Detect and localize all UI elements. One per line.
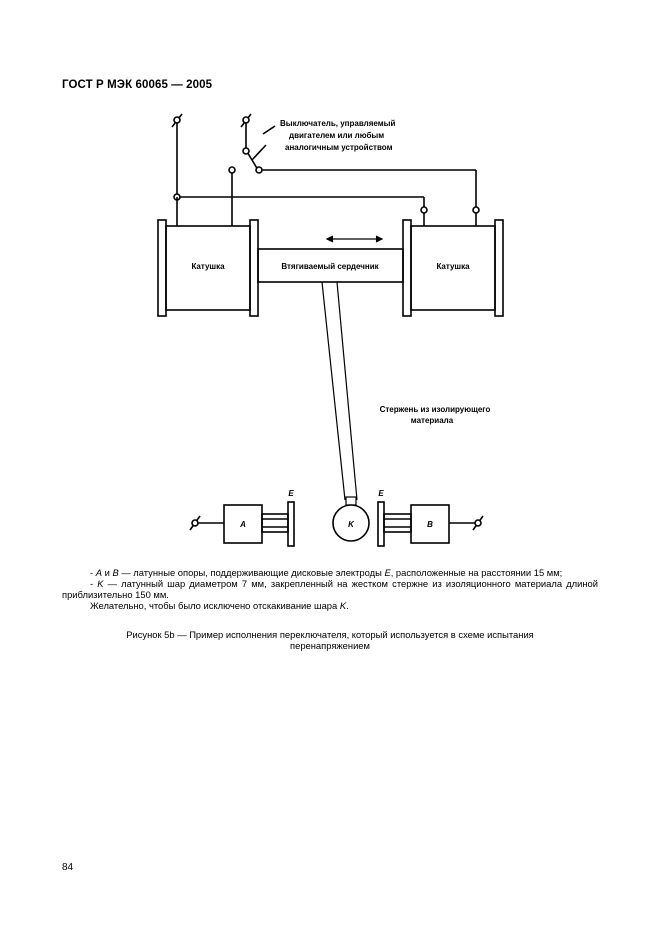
support-b [377,501,484,547]
switch-label-3: аналогичным устройством [285,143,393,152]
label-e-right: E [378,489,384,498]
figure-caption: Рисунок 5b — Пример исполнения переключа… [62,629,598,651]
label-k: K [348,520,355,529]
legend-item-k: - K — латунный шар диаметром 7 мм, закре… [62,578,598,600]
label-e-left: E [288,489,294,498]
figure-legend: - A и B — латунные опоры, поддерживающие… [62,567,598,611]
caption-line-2: перенапряжением [290,640,370,651]
insulating-rod [321,281,358,506]
coil-right [402,219,504,317]
document-header: ГОСТ Р МЭК 60065 — 2005 [62,79,213,91]
core-label: Втягиваемый сердечник [281,262,379,271]
legend-note: Желательно, чтобы было исключено отскаки… [90,600,349,611]
movement-arrow [325,235,384,243]
switch-label-1: Выключатель, управляемый [280,119,396,128]
switch-label-2: двигателем или любым [289,131,384,140]
caption-line-1: Рисунок 5b — Пример исполнения переключа… [126,629,534,640]
page-number: 84 [62,862,74,873]
terminal-left-top [171,113,183,197]
coil-left-label: Катушка [191,262,225,271]
plunger-core [257,248,404,283]
label-b: B [427,520,433,529]
motor-switch [242,125,477,209]
rod-label-1: Стержень из изолирующего [380,405,491,414]
coil-right-label: Катушка [436,262,470,271]
rod-label-2: материала [411,416,454,425]
legend-item-ab: - A и B — латунные опоры, поддерживающие… [90,567,563,578]
support-a [189,501,295,547]
label-a: A [239,520,246,529]
ball-k [332,504,370,542]
terminal-switch-supply [240,113,252,150]
